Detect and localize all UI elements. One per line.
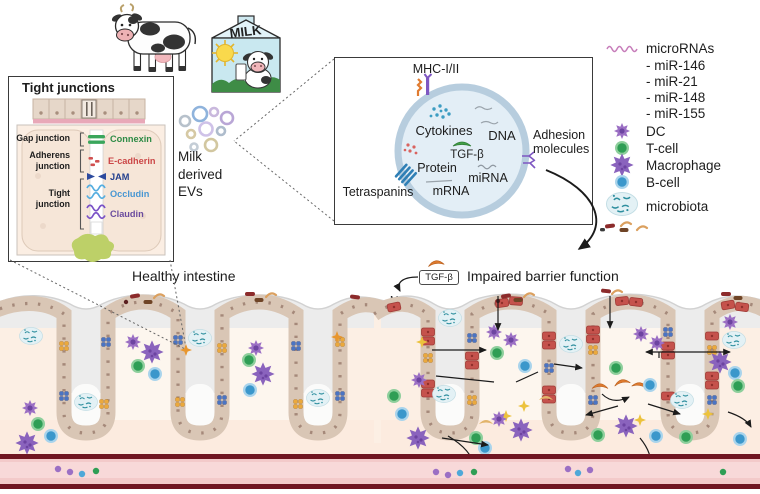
cytokines-label: Cytokines xyxy=(415,123,473,138)
legend-mir-148: - miR-148 xyxy=(646,90,706,105)
ev-membrane xyxy=(394,83,530,219)
ev-detail-graphic xyxy=(394,73,536,219)
mhc-icon xyxy=(416,73,433,96)
tetraspanins-icon xyxy=(394,163,418,187)
crypt xyxy=(556,384,586,436)
impaired-title: Impaired barrier function xyxy=(467,268,619,284)
legend-mir-21: - miR-21 xyxy=(646,74,698,89)
legend-macrophage-label: Macrophage xyxy=(646,158,722,173)
legend-microrna-title: microRNAs xyxy=(646,41,715,56)
legend-bcell-label: B-cell xyxy=(646,175,680,190)
protein-label: Protein xyxy=(417,161,457,175)
claudin-icon xyxy=(86,204,106,220)
dna-icon xyxy=(474,106,499,125)
jam-label: JAM xyxy=(110,172,130,182)
circulation-vessel xyxy=(381,454,760,489)
e-cadherin-icon xyxy=(88,157,100,167)
mrna-icon xyxy=(425,179,453,183)
dc-cell-icon xyxy=(614,123,630,139)
healthy-intestine-panel xyxy=(0,292,394,489)
mrna-label: mRNA xyxy=(432,184,470,198)
microrna-icon xyxy=(606,45,638,53)
healthy-title: Healthy intestine xyxy=(132,268,236,284)
tgfb-top-crescent-icon xyxy=(427,259,445,267)
tight-junctions-graphic xyxy=(16,98,166,262)
tight-junctions-title: Tight junctions xyxy=(22,80,115,95)
cytokines-icon xyxy=(429,104,451,119)
e-cadherin-label: E-cadherin xyxy=(108,156,156,166)
adhesion-molecules-icon xyxy=(522,151,536,169)
mirna-label: miRNA xyxy=(468,171,508,185)
ev-cluster-icon xyxy=(178,105,235,153)
connexin-label: Connexin xyxy=(110,134,152,144)
occludin-icon xyxy=(86,184,106,200)
gap-junction-label: Gap junction xyxy=(16,133,70,143)
milk-carton-icon: MILK xyxy=(211,15,281,93)
goblet-cell-icon xyxy=(71,233,115,262)
claudin-label: Claudin xyxy=(110,209,144,219)
adhesion-label: Adhesion molecules xyxy=(533,128,590,157)
legend-tcell-label: T-cell xyxy=(646,141,679,156)
legend-microbiota-label: microbiota xyxy=(646,199,709,214)
milk-carton-label: MILK xyxy=(229,22,263,41)
legend-mir-155: - miR-155 xyxy=(646,106,706,121)
tetraspanins-label: Tetraspanins xyxy=(342,185,414,199)
epithelial-strip-icon xyxy=(32,98,146,124)
impaired-intestine-panel xyxy=(369,288,760,489)
circulation-vessel xyxy=(0,454,388,489)
cow-icon xyxy=(111,3,197,72)
tgfb-label: TGF-β xyxy=(450,149,484,161)
tight-junction-label: Tight junction xyxy=(35,188,70,209)
macrophage-cell-icon xyxy=(610,153,634,177)
occludin-label: Occludin xyxy=(110,189,150,199)
adherens-junction-label: Adherens junction xyxy=(29,150,70,171)
legend-mir-146: - miR-146 xyxy=(646,58,706,73)
dna-label: DNA xyxy=(488,128,516,143)
b-cell-icon xyxy=(615,175,629,189)
legend-cell-icons xyxy=(600,123,649,232)
protein-icon xyxy=(403,143,418,155)
mirna-icon xyxy=(477,164,497,170)
mhc-label: MHC-I/II xyxy=(412,62,460,76)
tgfb-icon xyxy=(452,141,472,147)
bacteria-icons xyxy=(600,221,649,232)
jam-icon xyxy=(87,173,106,180)
connexin-icon xyxy=(88,135,105,144)
tgfb-top-box: TGF-β xyxy=(419,270,459,285)
crypt xyxy=(185,384,215,436)
milk-derived-evs-label: Milk derived EVs xyxy=(178,149,223,200)
legend-dc-label: DC xyxy=(646,124,666,139)
t-cell-icon xyxy=(615,141,629,155)
villus xyxy=(472,302,549,443)
microbiota-icon xyxy=(605,191,639,217)
villus xyxy=(374,304,428,443)
